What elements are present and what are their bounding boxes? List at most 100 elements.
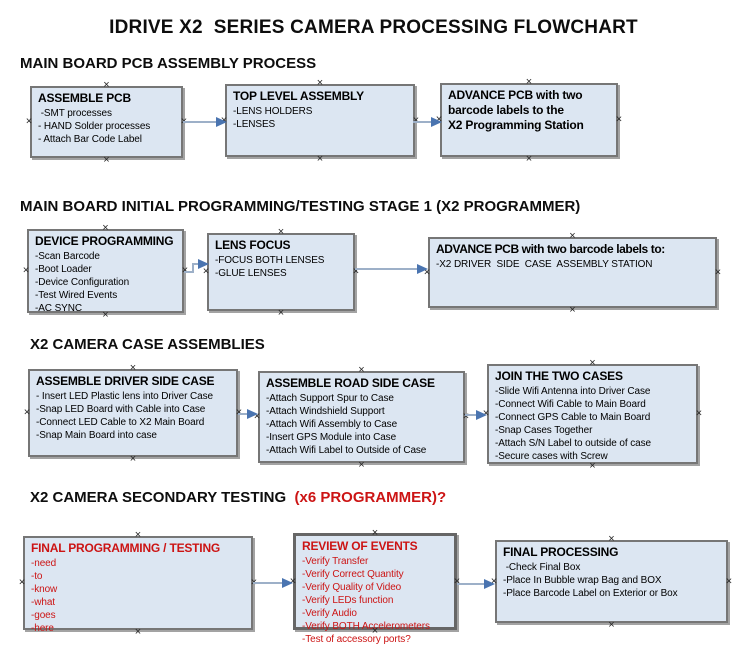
section-heading-text: MAIN BOARD PCB ASSEMBLY PROCESS — [20, 55, 317, 72]
arrowhead-icon — [484, 579, 495, 589]
box-title: ASSEMBLE ROAD SIDE CASE — [266, 376, 435, 390]
flow-step-item: -Boot Loader — [35, 264, 92, 275]
flow-step-item: -Verify BOTH Accelerometers — [302, 621, 430, 632]
flow-step-item: -Slide Wifi Antenna into Driver Case — [495, 386, 651, 397]
section-heading-case-assemblies: X2 CAMERA CASE ASSEMBLIES — [30, 336, 265, 353]
flow-step-item: -Verify Quality of Video — [302, 582, 402, 593]
arrowhead-icon — [247, 409, 258, 419]
connection-point-icon — [22, 267, 30, 275]
connection-point-icon — [371, 529, 379, 537]
section-heading-red-text: (x6 PROGRAMMER)? — [294, 489, 447, 506]
flow-box-review-of-events[interactable]: REVIEW OF EVENTS -Verify Transfer -Verif… — [293, 533, 457, 645]
flow-step-item: -Attach Wifi Label to Outside of Case — [266, 445, 427, 456]
arrowhead-icon — [476, 410, 487, 420]
flow-connector-arrow[interactable] — [465, 408, 487, 422]
connection-point-icon — [589, 359, 597, 367]
connection-point-icon — [358, 366, 366, 374]
flow-step-item: -LENS HOLDERS — [233, 106, 313, 117]
flow-step-item: -Snap Cases Together — [495, 425, 593, 436]
connection-point-icon — [277, 228, 285, 236]
connection-point-icon — [102, 311, 110, 319]
flow-box-device-programming[interactable]: DEVICE PROGRAMMING -Scan Barcode -Boot L… — [27, 229, 184, 314]
connection-point-icon — [725, 577, 733, 585]
connection-point-icon — [316, 79, 324, 87]
arrowhead-icon — [282, 578, 293, 588]
connection-point-icon — [358, 461, 366, 469]
flow-step-item: -FOCUS BOTH LENSES — [215, 255, 325, 266]
connection-point-icon — [525, 155, 533, 163]
box-title: FINAL PROCESSING — [503, 545, 619, 559]
flow-step-item: -Check Final Box — [503, 562, 581, 573]
flow-step-item: - HAND Solder processes — [38, 121, 151, 132]
connection-point-icon — [23, 409, 31, 417]
flow-step-item: -Connect GPS Cable to Main Board — [495, 412, 651, 423]
connection-point-icon — [103, 81, 111, 89]
flow-box-assemble-road-side-case[interactable]: ASSEMBLE ROAD SIDE CASE -Attach Support … — [258, 371, 465, 463]
flow-step-item: -Test Wired Events — [35, 290, 118, 301]
connection-point-icon — [316, 155, 324, 163]
page-title: IDRIVE X2 SERIES CAMERA PROCESSING FLOWC… — [109, 17, 638, 38]
connection-point-icon — [102, 224, 110, 232]
arrowhead-icon — [431, 117, 442, 127]
box-title: FINAL PROGRAMMING / TESTING — [31, 541, 221, 555]
arrowhead-icon — [216, 117, 227, 127]
box-title: ADVANCE PCB with two barcode labels to: — [436, 242, 665, 256]
connection-point-icon — [129, 455, 137, 463]
section-heading-text: MAIN BOARD INITIAL PROGRAMMING/TESTING S… — [20, 198, 581, 215]
box-title: ASSEMBLE DRIVER SIDE CASE — [36, 374, 215, 388]
connection-point-icon — [25, 118, 33, 126]
flow-connector-arrow[interactable] — [457, 577, 495, 591]
flow-step-item: -Device Configuration — [35, 277, 130, 288]
connection-point-icon — [695, 410, 703, 418]
flow-step-item: -goes — [31, 610, 56, 621]
flow-step-item: -need — [31, 558, 57, 569]
connection-point-icon — [134, 531, 142, 539]
section-heading-secondary-testing: X2 CAMERA SECONDARY TESTING (x6 PROGRAMM… — [30, 489, 446, 506]
flow-box-advance-pcb-driver-side-station[interactable]: ADVANCE PCB with two barcode labels to: … — [428, 237, 717, 308]
flow-step-item: -Snap LED Board with Cable into Case — [36, 404, 206, 415]
flow-step-item: -Scan Barcode — [35, 251, 100, 262]
flow-step-item: -Attach Support Spur to Case — [266, 393, 394, 404]
flow-step-item: -Snap Main Board into case — [36, 430, 157, 441]
flow-step-item: -Verify LEDs function — [302, 595, 394, 606]
flow-box-assemble-pcb[interactable]: ASSEMBLE PCB -SMT processes - HAND Solde… — [30, 86, 183, 158]
flow-step-item: -Connect LED Cable to X2 Main Board — [36, 417, 205, 428]
flow-box-final-processing[interactable]: FINAL PROCESSING -Check Final Box -Place… — [495, 540, 728, 623]
flow-connector-arrow[interactable] — [184, 258, 209, 276]
flow-connector-arrow[interactable] — [355, 262, 428, 276]
connection-point-icon — [18, 579, 26, 587]
flow-box-assemble-driver-side-case[interactable]: ASSEMBLE DRIVER SIDE CASE - Insert LED P… — [28, 369, 238, 457]
flow-box-final-programming-testing[interactable]: FINAL PROGRAMMING / TESTING -need -to -k… — [23, 536, 253, 634]
flow-connector-arrow[interactable] — [183, 115, 227, 129]
box-title: DEVICE PROGRAMMING — [35, 234, 174, 248]
connection-point-icon — [569, 306, 577, 314]
flow-connector-arrow[interactable] — [238, 407, 258, 421]
connection-point-icon — [371, 627, 379, 635]
flow-connector-arrow[interactable] — [253, 576, 293, 590]
flow-step-item: -Verify Audio — [302, 608, 357, 619]
connection-point-icon — [615, 116, 623, 124]
flow-step-item: -know — [31, 584, 58, 595]
flow-box-join-the-two-cases[interactable]: JOIN THE TWO CASES -Slide Wifi Antenna i… — [487, 364, 698, 464]
flow-box-advance-pcb-programming-station[interactable]: ADVANCE PCB with two barcode labels to t… — [440, 83, 618, 157]
flow-step-item: -Verify Transfer — [302, 556, 369, 567]
connection-point-icon — [103, 156, 111, 164]
flow-step-item: -Connect Wifi Cable to Main Board — [495, 399, 646, 410]
arrowhead-icon — [198, 259, 209, 269]
flow-box-lens-focus[interactable]: LENS FOCUS -FOCUS BOTH LENSES -GLUE LENS… — [207, 233, 355, 311]
arrowhead-icon — [417, 264, 428, 274]
flow-step-item: -GLUE LENSES — [215, 268, 287, 279]
connection-point-icon — [608, 621, 616, 629]
section-heading-pcb-assembly: MAIN BOARD PCB ASSEMBLY PROCESS — [20, 55, 316, 72]
connection-point-icon — [134, 628, 142, 636]
flow-step-item: -SMT processes — [38, 108, 112, 119]
flow-box-top-level-assembly[interactable]: TOP LEVEL ASSEMBLY -LENS HOLDERS -LENSES — [225, 84, 415, 157]
flow-step-item: -to — [31, 571, 43, 582]
connection-point-icon — [129, 364, 137, 372]
flow-step-item: -here — [31, 623, 54, 634]
flow-step-item: -what — [31, 597, 55, 608]
flow-step-item: -LENSES — [233, 119, 276, 130]
flow-step-item: - Insert LED Plastic lens into Driver Ca… — [36, 391, 213, 402]
connection-point-icon — [525, 78, 533, 86]
flow-connector-arrow[interactable] — [413, 115, 442, 129]
